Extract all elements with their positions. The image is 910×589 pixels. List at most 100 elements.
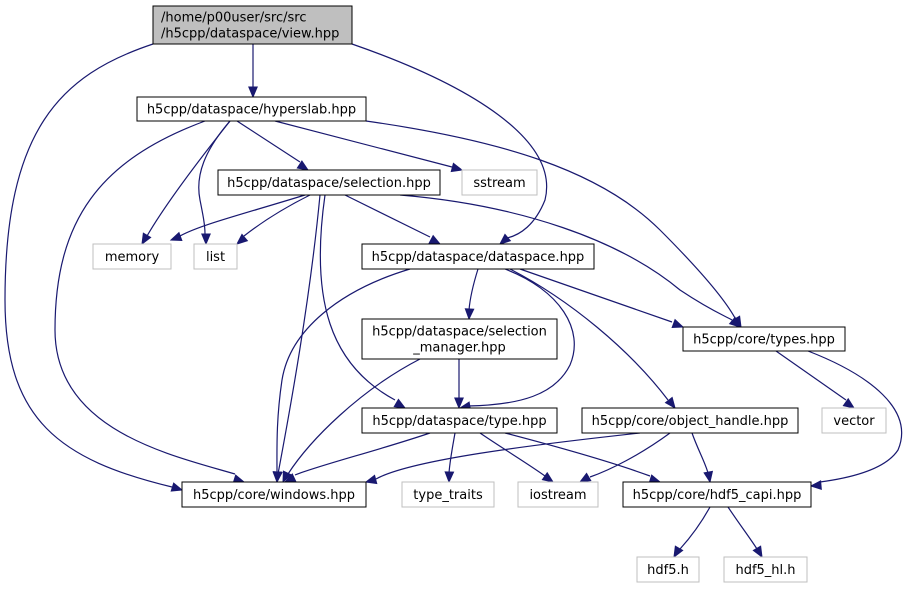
node-types[interactable]: h5cpp/core/types.hpp xyxy=(682,326,846,352)
arrowhead-icon xyxy=(169,231,183,242)
node-label: /h5cpp/dataspace/view.hpp xyxy=(161,27,339,42)
arrowhead-icon xyxy=(809,480,822,491)
edge-line xyxy=(344,194,431,238)
edge-line xyxy=(243,194,311,237)
arrowhead-icon xyxy=(248,86,258,99)
node-object-handle[interactable]: h5cpp/core/object_handle.hpp xyxy=(581,407,799,434)
node-label: h5cpp/dataspace/selection xyxy=(372,325,547,340)
node-view[interactable]: /home/p00user/src/src/h5cpp/dataspace/vi… xyxy=(152,5,353,45)
arrowhead-icon xyxy=(428,234,442,245)
arrowhead-icon xyxy=(454,397,464,410)
node-windows[interactable]: h5cpp/core/windows.hpp xyxy=(181,481,367,508)
arrowhead-icon xyxy=(664,396,676,410)
arrowhead-icon xyxy=(703,470,714,484)
edge-line xyxy=(198,120,231,235)
arrowhead-icon xyxy=(364,474,378,485)
edge-view-to-hyperslab xyxy=(248,44,258,99)
arrowhead-icon xyxy=(752,545,763,559)
node-type-traits: type_traits xyxy=(401,481,495,508)
edge-selection-to-dataspace xyxy=(344,194,442,245)
node-box xyxy=(193,243,238,270)
node-label: _manager.hpp xyxy=(412,341,506,356)
node-box xyxy=(92,243,172,270)
edge-hdf5_capi-to-hdf5_h xyxy=(673,506,711,559)
edge-line xyxy=(468,268,479,311)
arrowhead-icon xyxy=(282,470,292,484)
nodes-layer: /home/p00user/src/src/h5cpp/dataspace/vi… xyxy=(92,5,887,583)
node-box xyxy=(401,481,495,508)
node-box xyxy=(622,481,812,508)
node-selection[interactable]: h5cpp/dataspace/selection.hpp xyxy=(217,169,441,196)
edge-view-to-windows xyxy=(4,43,184,492)
node-label: h5cpp/dataspace/selection.hpp xyxy=(227,176,431,191)
node-selection-manager[interactable]: h5cpp/dataspace/selection_manager.hpp xyxy=(361,318,558,360)
edge-type-to-windows xyxy=(283,432,431,483)
edge-view-to-dataspace xyxy=(351,43,548,245)
edge-line xyxy=(287,358,421,475)
node-box xyxy=(821,407,887,434)
edge-line xyxy=(54,120,236,475)
edge-dataspace-to-object_handle xyxy=(509,268,676,410)
node-box xyxy=(682,326,846,352)
node-box xyxy=(361,407,558,434)
edge-line xyxy=(375,432,641,480)
edge-line xyxy=(589,432,671,478)
edge-hyperslab-to-list xyxy=(198,120,231,246)
node-label: sstream xyxy=(473,176,525,191)
edge-line xyxy=(691,432,709,474)
edge-type-to-iostream xyxy=(479,432,555,483)
node-label: h5cpp/core/hdf5_capi.hpp xyxy=(633,488,802,503)
edge-line xyxy=(679,506,711,550)
node-hdf5-hl-h: hdf5_hl.h xyxy=(723,556,808,583)
node-hyperslab[interactable]: h5cpp/dataspace/hyperslab.hpp xyxy=(136,96,367,122)
edge-line xyxy=(4,43,173,488)
edge-selection_manager-to-type xyxy=(454,359,464,410)
node-sstream: sstream xyxy=(461,169,538,196)
node-label: h5cpp/dataspace/type.hpp xyxy=(372,414,546,429)
node-hdf5-capi[interactable]: h5cpp/core/hdf5_capi.hpp xyxy=(622,481,812,508)
edge-line xyxy=(365,120,736,319)
edge-hyperslab-to-memory xyxy=(141,120,231,246)
edge-line xyxy=(277,194,321,475)
arrowhead-icon xyxy=(201,233,211,246)
edge-object_handle-to-windows xyxy=(364,432,641,485)
node-label: h5cpp/core/types.hpp xyxy=(693,333,835,348)
node-dataspace[interactable]: h5cpp/dataspace/dataspace.hpp xyxy=(361,243,595,270)
arrowhead-icon xyxy=(541,471,555,483)
edge-types-to-hdf5_capi xyxy=(807,350,903,491)
arrowhead-icon xyxy=(578,472,592,483)
node-label: hdf5.h xyxy=(647,563,689,578)
arrowhead-icon xyxy=(236,233,249,245)
edge-line xyxy=(727,506,758,550)
edge-line xyxy=(519,268,673,323)
edge-selection-to-type xyxy=(319,194,407,409)
node-label: list xyxy=(206,250,225,265)
arrowhead-icon xyxy=(296,160,310,171)
edge-line xyxy=(467,268,575,407)
edges-layer xyxy=(4,43,903,559)
edge-line xyxy=(294,432,431,476)
edge-line xyxy=(351,43,548,239)
edge-object_handle-to-hdf5_capi xyxy=(691,432,714,484)
edge-line xyxy=(276,268,411,475)
edge-line xyxy=(319,194,396,401)
arrowhead-icon xyxy=(499,233,512,245)
edge-line xyxy=(509,268,669,401)
node-label: h5cpp/dataspace/dataspace.hpp xyxy=(372,250,585,265)
node-box xyxy=(636,556,700,583)
node-box xyxy=(217,169,441,196)
edge-selection-to-types xyxy=(399,194,741,328)
edge-line xyxy=(179,194,306,237)
node-iostream: iostream xyxy=(517,481,599,508)
node-type[interactable]: h5cpp/dataspace/type.hpp xyxy=(361,407,558,434)
node-box xyxy=(152,5,353,45)
edge-selection-to-memory xyxy=(169,194,306,242)
edge-line xyxy=(274,120,453,168)
edge-hyperslab-to-sstream xyxy=(274,120,464,173)
edge-object_handle-to-iostream xyxy=(578,432,671,483)
node-box xyxy=(181,481,367,508)
edge-selection_manager-to-windows xyxy=(282,358,421,484)
edge-line xyxy=(807,350,903,483)
arrowhead-icon xyxy=(464,308,475,321)
